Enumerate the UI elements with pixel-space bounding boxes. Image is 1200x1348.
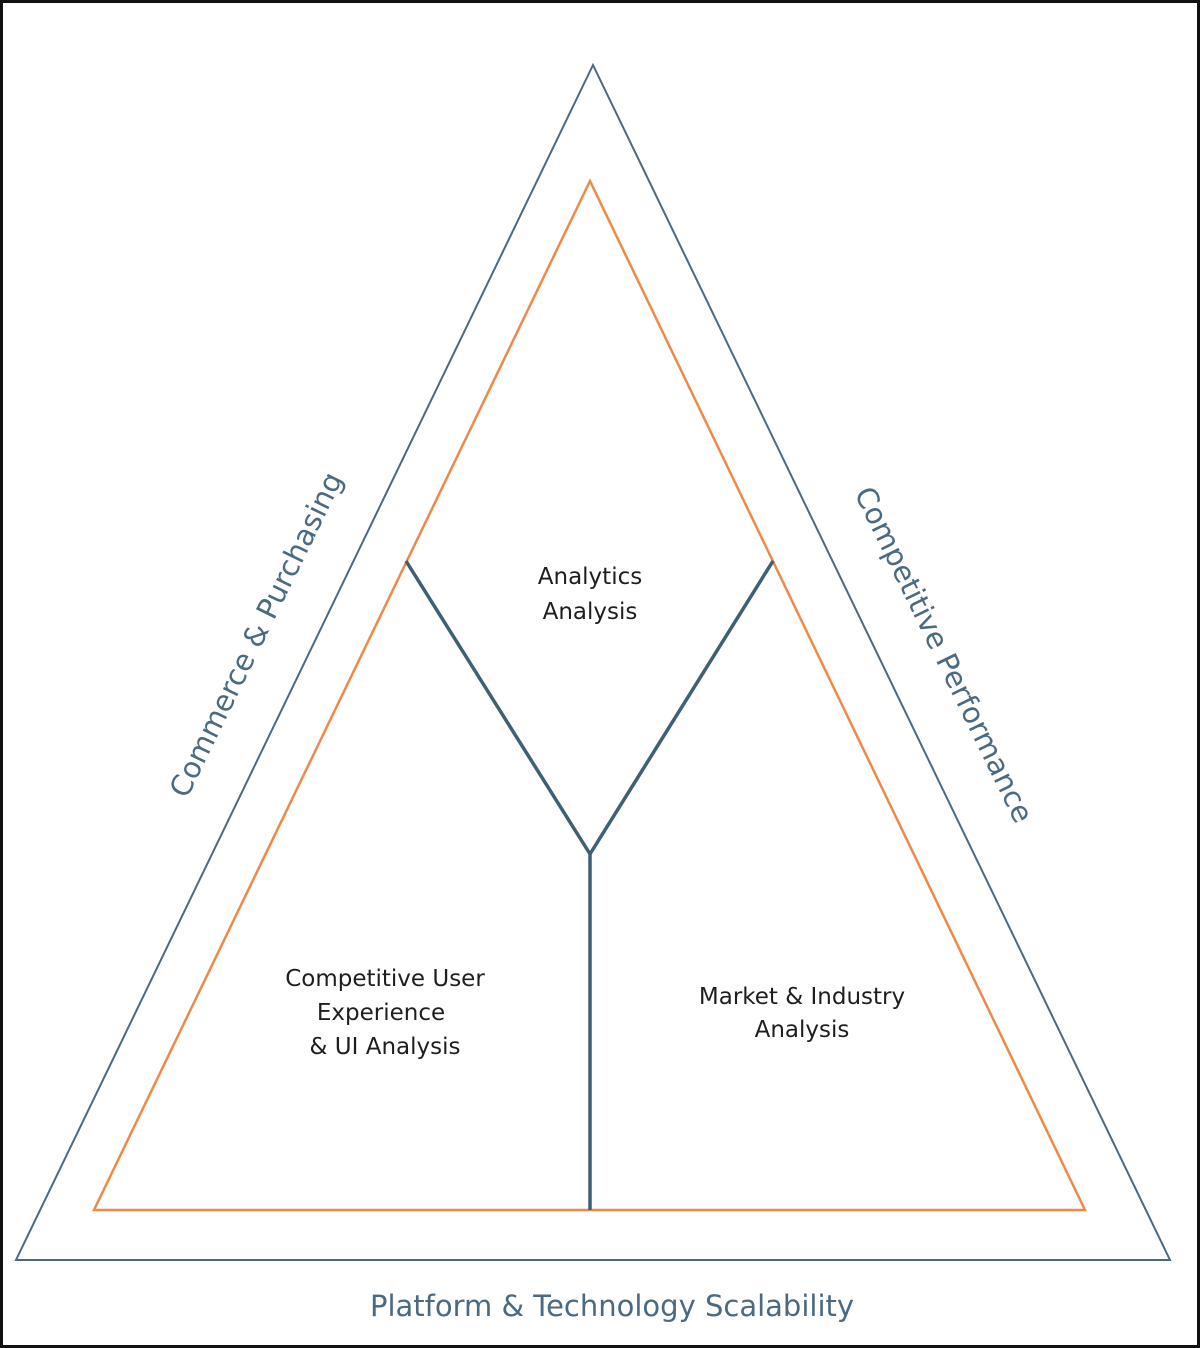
- divider-right: [588, 560, 775, 855]
- segment-market-industry-line-1: Market & Industry: [699, 984, 905, 1010]
- side-label-left: Commerce & Purchasing: [162, 467, 349, 803]
- segment-user-experience-line-3: & UI Analysis: [310, 1034, 461, 1060]
- segment-analytics-line-1: Analytics: [538, 564, 642, 590]
- segment-market-industry-line-2: Analysis: [755, 1017, 850, 1043]
- segment-user-experience: Competitive User Experience & UI Analysi…: [285, 966, 485, 1060]
- side-label-bottom: Platform & Technology Scalability: [370, 1289, 854, 1323]
- outer-triangle: [14, 62, 1172, 1261]
- triangle-diagram: Commerce & Purchasing Competitive Perfor…: [14, 62, 1172, 1323]
- segment-market-industry: Market & Industry Analysis: [699, 984, 905, 1043]
- segment-analytics: Analytics Analysis: [538, 564, 642, 625]
- segment-user-experience-line-2: Experience: [317, 1000, 445, 1026]
- segment-analytics-line-2: Analysis: [543, 599, 638, 625]
- divider-left: [404, 560, 592, 855]
- segment-user-experience-line-1: Competitive User: [285, 966, 485, 992]
